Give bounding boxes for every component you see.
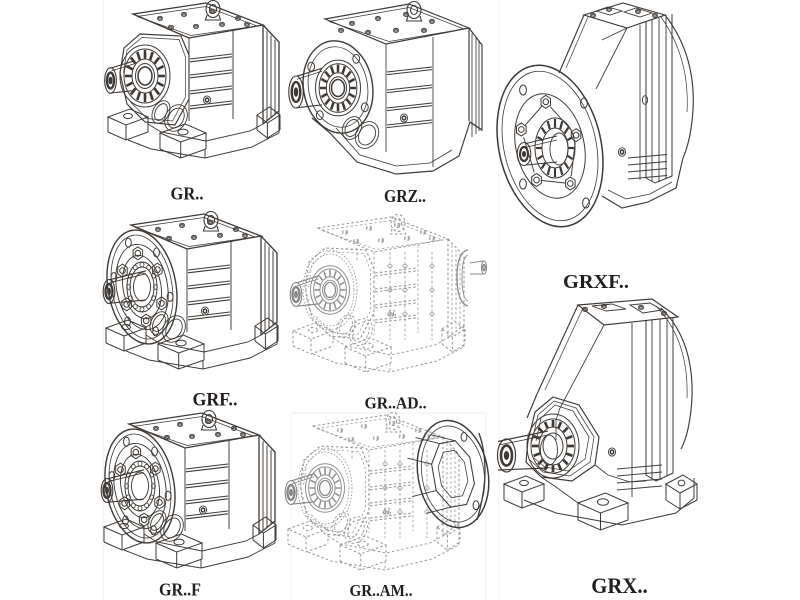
- svg-text:GRX..: GRX..: [591, 573, 648, 598]
- svg-text:GR..AM..: GR..AM..: [350, 581, 413, 600]
- svg-text:GR..AD..: GR..AD..: [365, 394, 427, 413]
- svg-text:GRXF..: GRXF..: [563, 271, 629, 293]
- svg-text:GRF..: GRF..: [193, 390, 238, 411]
- svg-text:GR..: GR..: [171, 184, 204, 204]
- svg-text:GR..F: GR..F: [159, 580, 201, 600]
- svg-text:GRZ..: GRZ..: [384, 186, 426, 206]
